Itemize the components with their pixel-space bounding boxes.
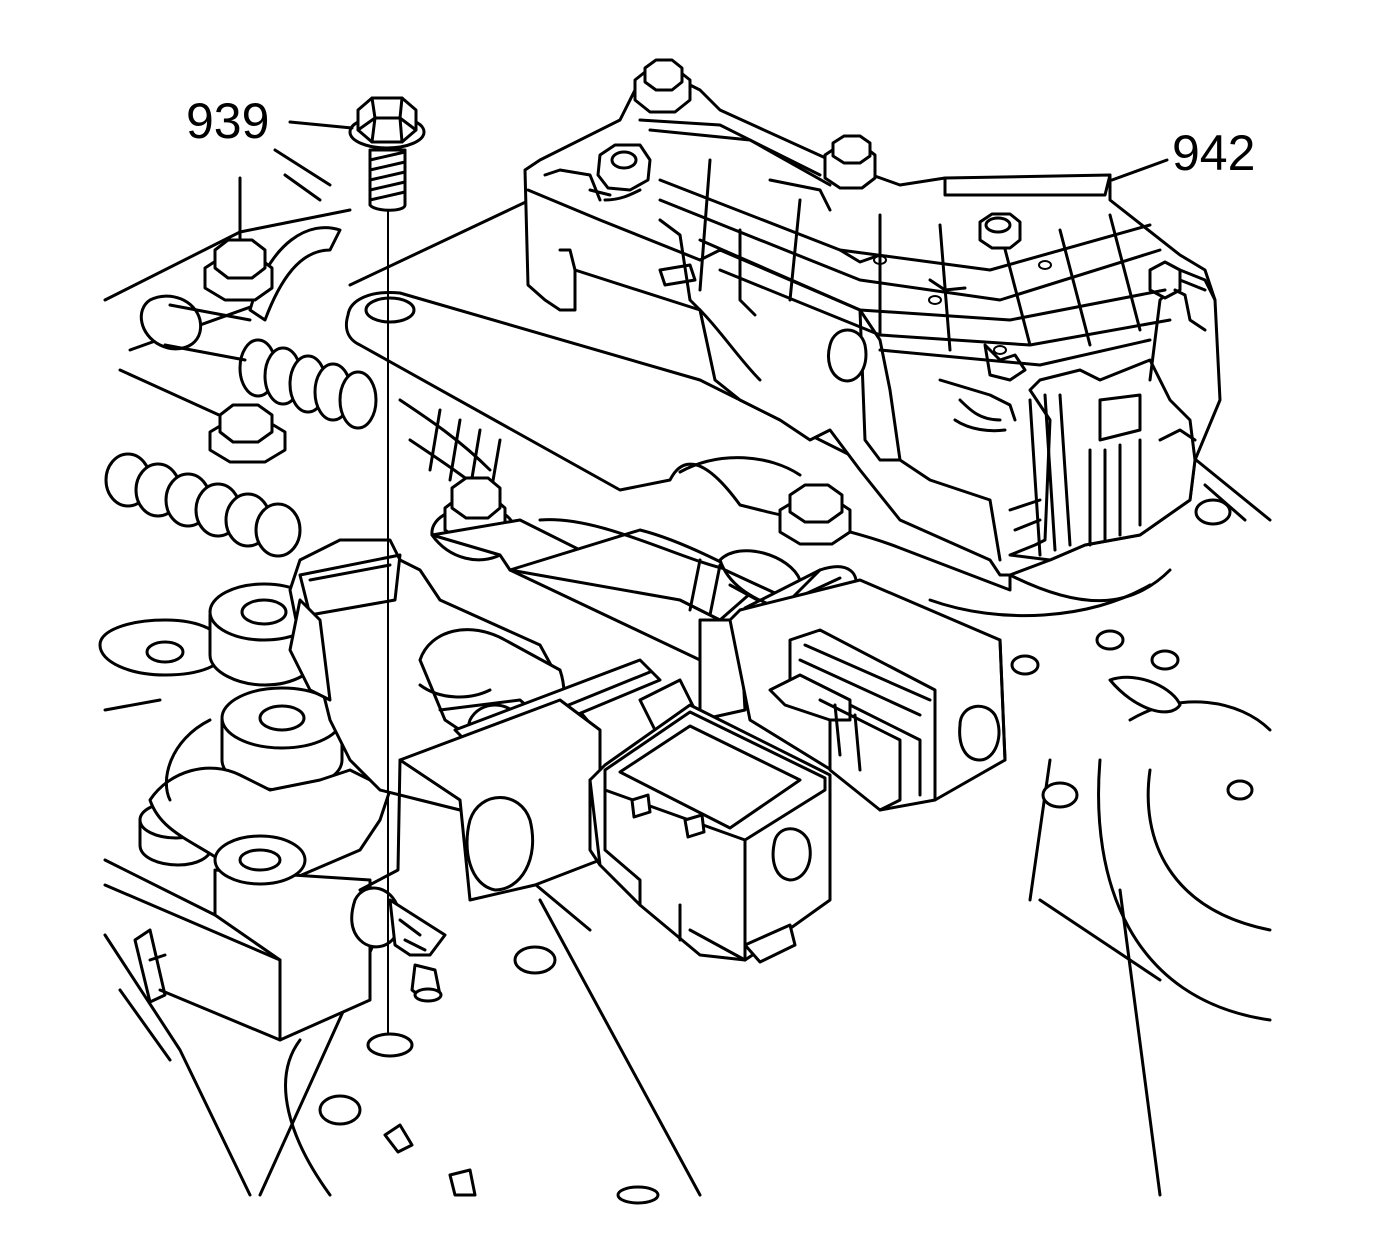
retaining-nut-mid-left: [208, 403, 287, 464]
valve-body-center: [288, 538, 692, 902]
bolt-939: [348, 96, 426, 1058]
retaining-bolt-center-right: [778, 483, 852, 546]
callout-labels: 939 942: [186, 93, 1255, 181]
callout-leaders: [288, 120, 1169, 182]
callout-939: 939: [186, 93, 269, 149]
control-module-942: [523, 58, 1222, 577]
pressure-switch-connector: [728, 578, 1007, 812]
retaining-nut-upper-left: [203, 176, 274, 302]
plate-holes: [318, 424, 1254, 1205]
valve-block-lower-left: [98, 582, 447, 1042]
callout-942: 942: [1172, 125, 1255, 181]
valve-springs: [104, 226, 502, 558]
lead-frame: [430, 518, 858, 742]
valve-body-plate: [103, 148, 1272, 1197]
solenoid-connector-lower: [588, 703, 832, 964]
